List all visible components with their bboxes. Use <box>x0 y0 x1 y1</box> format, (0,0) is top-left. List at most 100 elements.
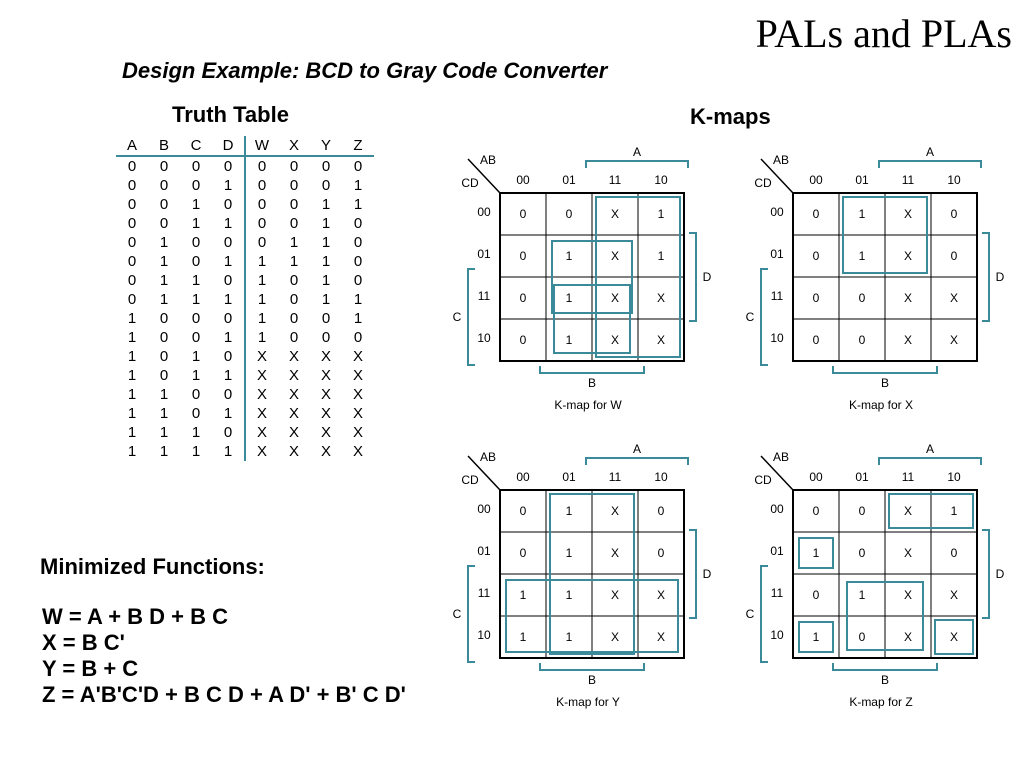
kmap-row-code: 01 <box>770 544 784 558</box>
table-cell: 1 <box>127 310 137 327</box>
truth-table-header-y: Y <box>310 136 342 157</box>
table-cell: X <box>256 424 267 441</box>
kmap-group-loop <box>888 493 974 529</box>
kmap-a-bracket <box>585 160 689 168</box>
table-cell: 1 <box>212 366 246 385</box>
table-cell: 0 <box>191 253 201 270</box>
kmap-cell-value: 0 <box>813 207 820 221</box>
kmap-cell-value: 1 <box>566 588 573 602</box>
kmap-cell-value: X <box>611 207 619 221</box>
slide-title: PALs and PLAs <box>755 11 1012 56</box>
table-cell: 0 <box>257 177 267 194</box>
kmap-row-code: 00 <box>770 205 784 219</box>
table-cell: 1 <box>321 234 331 251</box>
table-cell: 1 <box>321 272 331 289</box>
table-cell: 0 <box>159 158 169 175</box>
table-cell: X <box>256 348 267 365</box>
kmap-row-code: 00 <box>477 205 491 219</box>
kmap-cd-label: CD <box>461 473 479 487</box>
kmap-col-code: 10 <box>947 470 961 484</box>
table-cell: 0 <box>191 386 201 403</box>
table-cell: 0 <box>257 215 267 232</box>
table-cell: 0 <box>257 196 267 213</box>
table-cell: 1 <box>212 290 246 309</box>
table-cell: 1 <box>212 328 246 347</box>
kmap-cell-value: X <box>904 504 912 518</box>
table-cell: 0 <box>353 272 363 289</box>
kmap-group-loop <box>505 579 679 653</box>
table-cell: 0 <box>289 196 299 213</box>
table-cell: 1 <box>191 196 201 213</box>
kmap-corner-diagonal <box>467 455 501 491</box>
table-cell: 1 <box>159 272 169 289</box>
kmap-group-loop <box>551 240 633 314</box>
truth-table-header-d: D <box>212 136 246 157</box>
table-cell: X <box>320 424 331 441</box>
kmap-cell-value: X <box>904 546 912 560</box>
kmap-caption: K-map for W <box>554 398 622 412</box>
table-cell: 1 <box>191 367 201 384</box>
table-cell: X <box>352 405 363 422</box>
kmap-cell-value: 0 <box>813 291 820 305</box>
table-cell: 0 <box>353 234 363 251</box>
kmap-row-code: 00 <box>770 502 784 516</box>
table-cell: X <box>256 443 267 460</box>
kmap-cell-value: 1 <box>859 249 866 263</box>
kmap-cell-value: 0 <box>520 291 527 305</box>
table-cell: 0 <box>159 329 169 346</box>
kmap-row-code: 10 <box>770 628 784 642</box>
kmap-cell-value: 1 <box>658 249 665 263</box>
kmaps-heading: K-maps <box>690 104 771 129</box>
kmap-c-label: C <box>746 310 755 324</box>
table-cell: 1 <box>159 386 169 403</box>
kmap-group-loop <box>553 284 631 354</box>
table-cell: 0 <box>127 234 137 251</box>
kmap-corner-diagonal <box>467 158 501 194</box>
table-cell: 1 <box>127 405 137 422</box>
kmap-cell-value: 1 <box>566 546 573 560</box>
truth-table-header-z: Z <box>342 136 374 157</box>
table-cell: 1 <box>212 176 246 195</box>
kmap-b-label: B <box>588 376 596 390</box>
kmap-cell-value: X <box>657 630 665 644</box>
table-cell: 0 <box>212 385 246 404</box>
kmap-row-code: 00 <box>477 502 491 516</box>
table-cell: 0 <box>127 196 137 213</box>
table-cell: 1 <box>127 348 137 365</box>
kmap-c-bracket <box>760 565 768 663</box>
kmap-caption: K-map for X <box>849 398 913 412</box>
kmap-cell-value: X <box>904 291 912 305</box>
table-cell: 0 <box>257 158 267 175</box>
kmap-cell-value: 1 <box>813 546 820 560</box>
kmap-cell-value: 0 <box>859 546 866 560</box>
kmap-d-label: D <box>703 567 712 581</box>
table-cell: 1 <box>127 329 137 346</box>
kmap-col-code: 01 <box>562 470 576 484</box>
kmap-b-label: B <box>588 673 596 687</box>
table-cell: 1 <box>321 215 331 232</box>
kmap-cell-value: 0 <box>658 546 665 560</box>
kmap-cell-value: 0 <box>859 333 866 347</box>
kmap-col-code: 11 <box>609 173 622 187</box>
table-cell: X <box>352 424 363 441</box>
kmap-c-label: C <box>453 310 462 324</box>
table-cell: 1 <box>127 424 137 441</box>
table-cell: 1 <box>212 404 246 423</box>
table-cell: 1 <box>191 348 201 365</box>
kmap-group-loop <box>842 196 928 274</box>
table-cell: 0 <box>159 215 169 232</box>
kmap-row-code: 11 <box>771 586 784 600</box>
kmap-col-code: 01 <box>562 173 576 187</box>
kmap-cell-value: X <box>611 630 619 644</box>
kmap-a-bracket <box>878 457 982 465</box>
kmap-cell-value: 0 <box>951 546 958 560</box>
table-cell: 0 <box>289 215 299 232</box>
table-cell: 1 <box>257 291 267 308</box>
